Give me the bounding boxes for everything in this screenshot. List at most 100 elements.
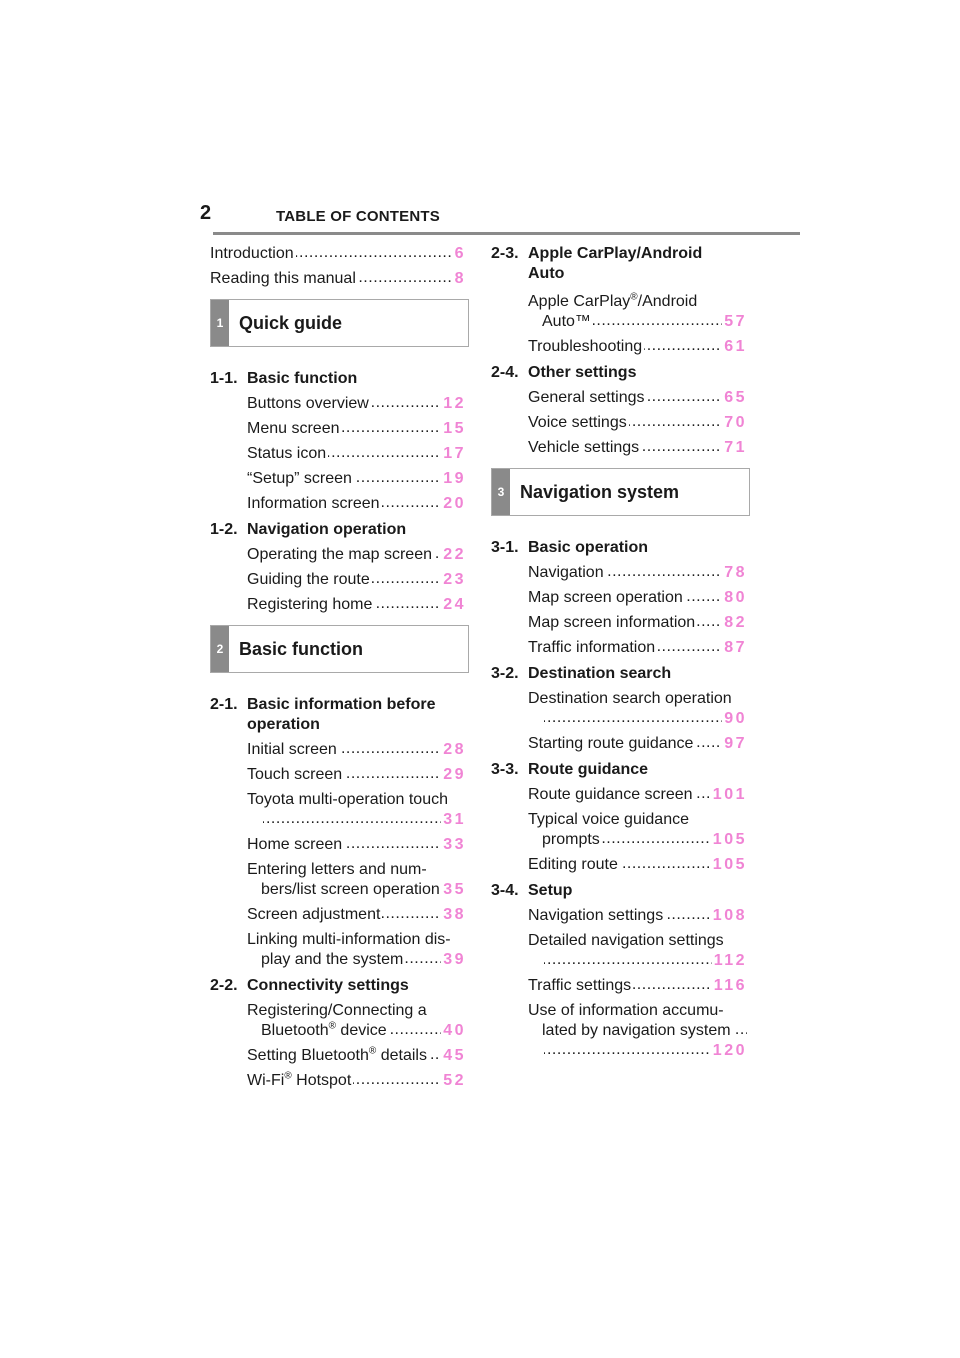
toc-entry[interactable]: Destination search operation 90 xyxy=(491,689,747,729)
toc-entry[interactable]: Traffic information87 xyxy=(491,638,747,658)
toc-entry[interactable]: Navigation78 xyxy=(491,563,747,583)
toc-entry-page[interactable]: 12 xyxy=(441,394,466,414)
toc-entry[interactable]: Home screen33 xyxy=(210,835,466,855)
toc-entry[interactable]: “Setup” screen19 xyxy=(210,469,466,489)
toc-entry[interactable]: Menu screen15 xyxy=(210,419,466,439)
toc-entry[interactable]: Screen adjustment38 xyxy=(210,905,466,925)
toc-entry-page[interactable]: 90 xyxy=(722,709,747,729)
section-heading: 1-2.Navigation operation xyxy=(210,521,407,538)
chapter-3-heading[interactable]: 3 Navigation system xyxy=(491,468,750,516)
section-heading: 2-4.Other settings xyxy=(491,364,637,381)
toc-entry[interactable]: Registering home24 xyxy=(210,595,466,615)
chapter-2-heading[interactable]: 2 Basic function xyxy=(210,625,469,673)
toc-entry[interactable]: Status icon17 xyxy=(210,444,466,464)
toc-entry-page[interactable]: 22 xyxy=(441,545,466,565)
toc-entry[interactable]: Map screen operation80 xyxy=(491,588,747,608)
toc-entry-page[interactable]: 120 xyxy=(710,1041,747,1061)
chapter-title: Quick guide xyxy=(239,313,343,333)
chapter-1-heading[interactable]: 1 Quick guide xyxy=(210,299,469,347)
toc-entry[interactable]: Entering letters and num- bers/list scre… xyxy=(210,860,466,900)
toc-entry[interactable]: Touch screen29 xyxy=(210,765,466,785)
toc-entry-introduction[interactable]: Introduction 6 xyxy=(210,244,466,264)
section-heading: 3-3.Route guidance xyxy=(491,761,649,778)
toc-entry-page[interactable]: 17 xyxy=(441,444,466,464)
toc-entry-page[interactable]: 57 xyxy=(722,312,747,332)
toc-entry-page[interactable]: 20 xyxy=(441,494,466,514)
toc-entry-page[interactable]: 65 xyxy=(722,388,747,408)
toc-entry-page[interactable]: 6 xyxy=(452,244,466,264)
toc-entry[interactable]: General settings65 xyxy=(491,388,747,408)
toc-entry-page[interactable]: 52 xyxy=(441,1071,466,1091)
toc-entry-page[interactable]: 108 xyxy=(710,906,747,926)
toc-entry-label: Introduction xyxy=(210,245,296,262)
toc-entry[interactable]: Editing route105 xyxy=(491,855,747,875)
toc-entry-page[interactable]: 35 xyxy=(441,880,466,900)
section-heading: 3-4.Setup xyxy=(491,882,573,899)
toc-entry-page[interactable]: 28 xyxy=(441,740,466,760)
toc-entry[interactable]: Setting Bluetooth® details45 xyxy=(210,1046,466,1066)
toc-entry-page[interactable]: 116 xyxy=(711,976,747,996)
toc-entry[interactable]: Navigation settings108 xyxy=(491,906,747,926)
toc-entry-page[interactable]: 19 xyxy=(441,469,466,489)
toc-entry[interactable]: Use of information accumu- lated by navi… xyxy=(491,1001,747,1061)
toc-entry[interactable]: Wi-Fi® Hotspot52 xyxy=(210,1071,466,1091)
toc-entry-page[interactable]: 82 xyxy=(722,613,747,633)
toc-entry-page[interactable]: 38 xyxy=(441,905,466,925)
toc-entry[interactable]: Map screen information82 xyxy=(491,613,747,633)
toc-entry-page[interactable]: 61 xyxy=(722,337,747,357)
toc-entry-page[interactable]: 15 xyxy=(441,419,466,439)
toc-entry-reading-manual[interactable]: Reading this manual 8 xyxy=(210,269,466,289)
toc-entry-page[interactable]: 70 xyxy=(722,413,747,433)
toc-entry[interactable]: Registering/Connecting a Bluetooth® devi… xyxy=(210,1001,466,1041)
toc-entry[interactable]: Starting route guidance97 xyxy=(491,734,747,754)
toc-entry[interactable]: Buttons overview12 xyxy=(210,394,466,414)
toc-entry-page[interactable]: 8 xyxy=(452,269,466,289)
toc-entry[interactable]: Voice settings70 xyxy=(491,413,747,433)
toc-entry[interactable]: Detailed navigation settings 112 xyxy=(491,931,747,971)
toc-entry[interactable]: Operating the map screen22 xyxy=(210,545,466,565)
toc-entry-page[interactable]: 31 xyxy=(441,810,466,830)
toc-entry-page[interactable]: 23 xyxy=(441,570,466,590)
toc-entry-page[interactable]: 71 xyxy=(722,438,747,458)
toc-entry[interactable]: Toyota multi-operation touch 31 xyxy=(210,790,466,830)
toc-entry-page[interactable]: 33 xyxy=(441,835,466,855)
section-heading: 1-1.Basic function xyxy=(210,370,358,387)
toc-entry[interactable]: Initial screen28 xyxy=(210,740,466,760)
toc-entry[interactable]: Traffic settings116 xyxy=(491,976,747,996)
section-heading: 2-2.Connectivity settings xyxy=(210,977,409,994)
toc-entry[interactable]: Typical voice guidance prompts105 xyxy=(491,810,747,850)
header-rule xyxy=(213,232,800,235)
toc-entry[interactable]: Troubleshooting61 xyxy=(491,337,747,357)
chapter-title: Navigation system xyxy=(520,482,680,502)
chapter-tab: 2 xyxy=(211,626,229,672)
section-heading: 3-1.Basic operation xyxy=(491,539,649,556)
toc-entry-page[interactable]: 97 xyxy=(722,734,747,754)
toc-entry[interactable]: Guiding the route23 xyxy=(210,570,466,590)
toc-entry-page[interactable]: 40 xyxy=(441,1021,466,1041)
toc-entry-label: Reading this manual xyxy=(210,270,358,287)
toc-left-column: Introduction 6 Reading this manual 8 1 Q… xyxy=(210,244,469,1096)
toc-entry[interactable]: Route guidance screen101 xyxy=(491,785,747,805)
toc-entry-page[interactable]: 24 xyxy=(441,595,466,615)
toc-entry-page[interactable]: 78 xyxy=(722,563,747,583)
chapter-title: Basic function xyxy=(239,639,364,659)
toc-entry-page[interactable]: 105 xyxy=(710,855,747,875)
toc-entry[interactable]: Apple CarPlay®/Android Auto™57 xyxy=(491,292,747,332)
toc-entry-page[interactable]: 105 xyxy=(710,830,747,850)
toc-entry-page[interactable]: 39 xyxy=(441,950,466,970)
toc-entry-page[interactable]: 112 xyxy=(711,951,747,971)
chapter-tab: 3 xyxy=(492,469,510,515)
section-heading: 3-2.Destination search xyxy=(491,665,672,682)
page-title: TABLE OF CONTENTS xyxy=(276,208,440,225)
toc-entry-page[interactable]: 101 xyxy=(710,785,747,805)
toc-entry[interactable]: Linking multi-information dis- play and … xyxy=(210,930,466,970)
chapter-tab: 1 xyxy=(211,300,229,346)
toc-entry[interactable]: Vehicle settings71 xyxy=(491,438,747,458)
toc-entry-page[interactable]: 87 xyxy=(722,638,747,658)
toc-entry-page[interactable]: 80 xyxy=(722,588,747,608)
toc-entry[interactable]: Information screen20 xyxy=(210,494,466,514)
toc-entry-page[interactable]: 29 xyxy=(441,765,466,785)
toc-entry-page[interactable]: 45 xyxy=(441,1046,466,1066)
